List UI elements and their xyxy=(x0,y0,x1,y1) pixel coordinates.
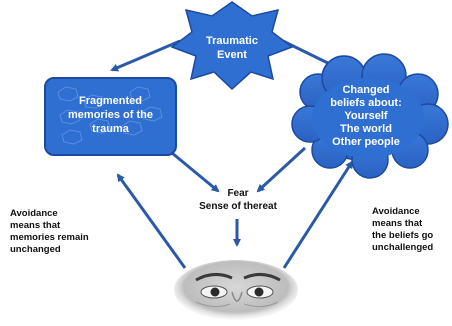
traumatic-event-label: Traumatic Event xyxy=(206,35,258,61)
arrow-memories-to-fear xyxy=(165,146,220,193)
fragment-shapes xyxy=(57,86,163,145)
traumatic-event-star xyxy=(170,1,294,91)
fear-label: Fear Sense of thereat xyxy=(199,188,277,212)
eyes-face-icon xyxy=(174,260,298,320)
avoidance-beliefs-note: Avoidance means that the beliefs go unch… xyxy=(372,206,434,253)
changed-beliefs-label: Changed beliefs about: Yourself The worl… xyxy=(330,84,402,148)
arrow-star-to-memories xyxy=(110,39,181,72)
arrow-eyes-to-memories xyxy=(116,173,187,269)
arrow-eyes-to-beliefs xyxy=(282,160,354,269)
fragmented-memories-label: Fragmented memories of the trauma xyxy=(68,95,153,135)
avoidance-memories-note: Avoidance means that memories remain unc… xyxy=(10,208,89,255)
arrow-beliefs-to-fear xyxy=(256,146,307,193)
cloud-fill xyxy=(312,78,424,158)
